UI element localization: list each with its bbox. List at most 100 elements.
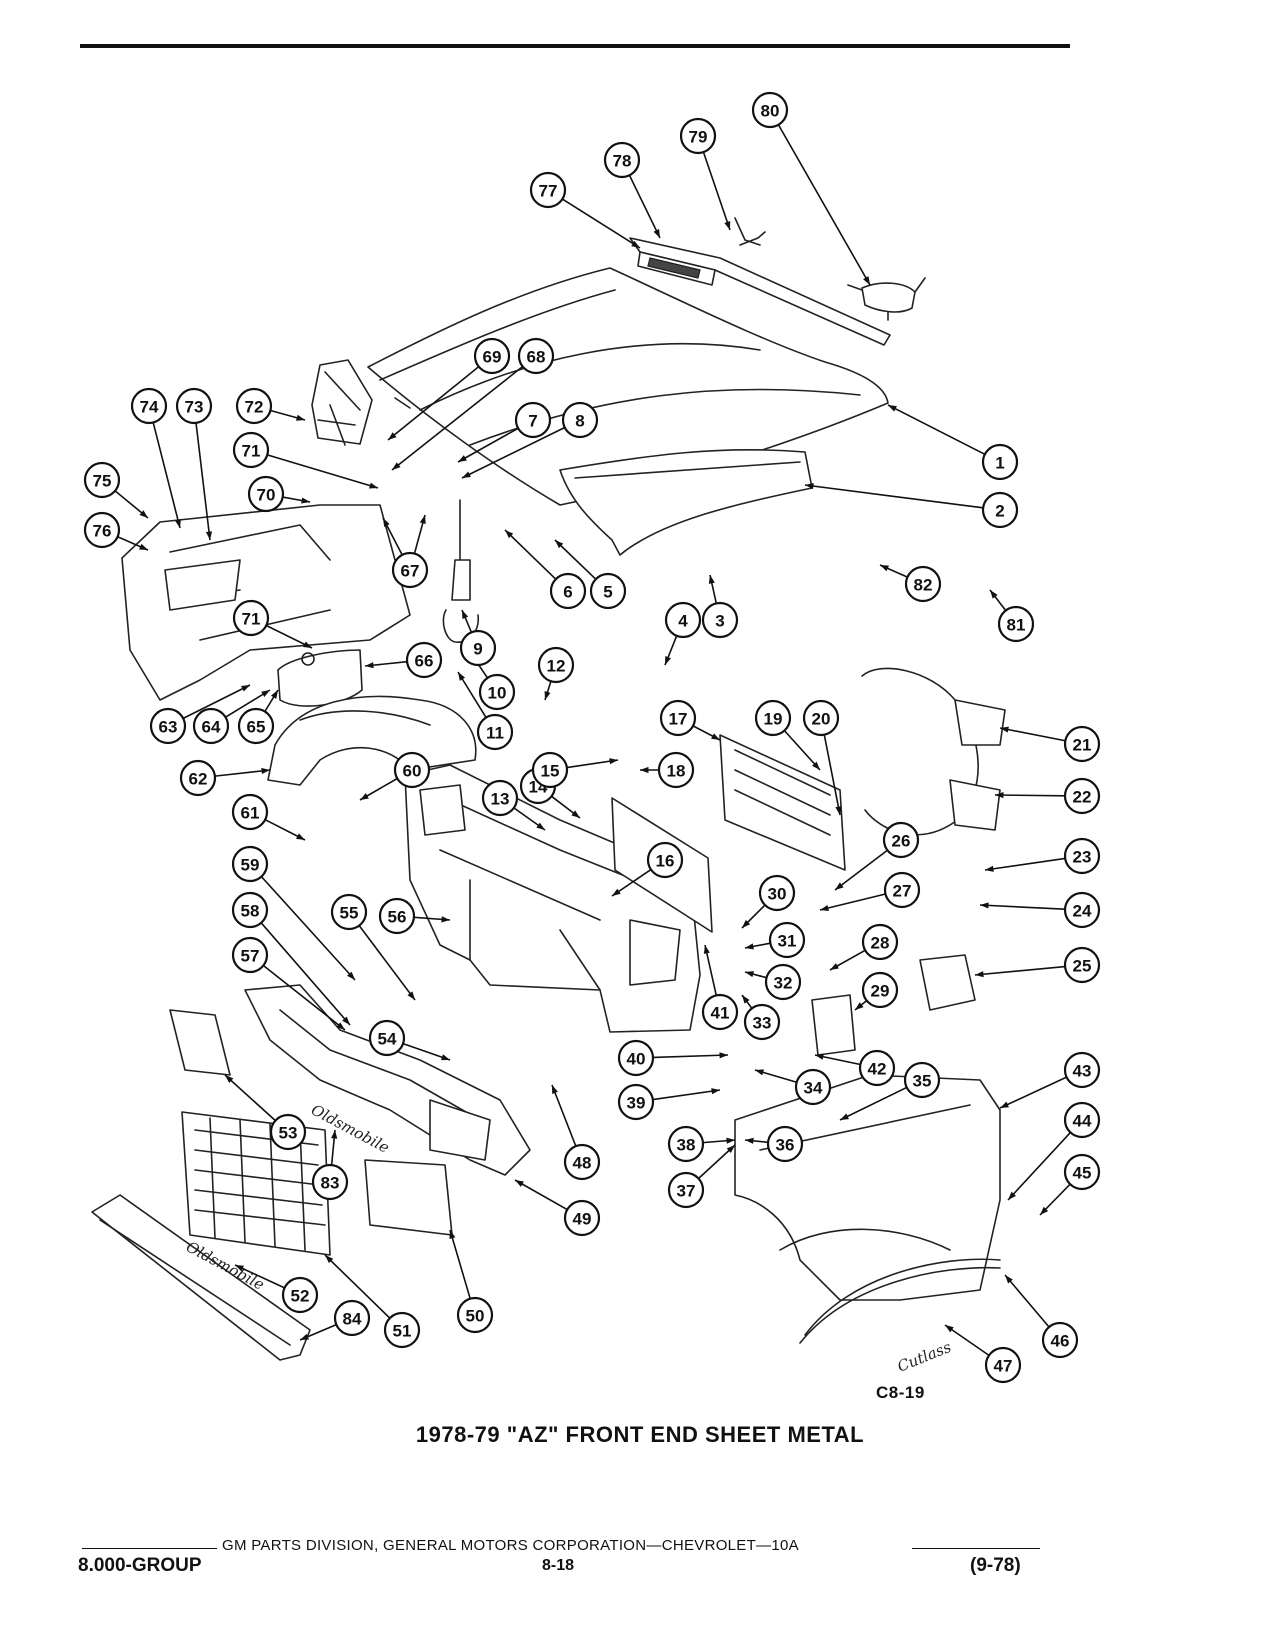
callout-label: 32 bbox=[774, 974, 793, 993]
leader-arrowhead bbox=[855, 1002, 864, 1010]
leader-arrowhead bbox=[1000, 1101, 1009, 1108]
callout-label: 83 bbox=[321, 1174, 340, 1193]
callout-label: 60 bbox=[403, 762, 422, 781]
callout-label: 64 bbox=[202, 718, 221, 737]
callout-circle bbox=[330, 893, 368, 931]
callout-circle bbox=[561, 401, 599, 439]
callout-label: 2 bbox=[995, 502, 1004, 521]
callout-circle bbox=[701, 601, 739, 639]
leader-line-7 bbox=[457, 427, 519, 463]
callout-label: 82 bbox=[914, 576, 933, 595]
leader-line-64 bbox=[225, 689, 271, 718]
leader-arrowhead bbox=[835, 806, 842, 815]
leader-line-50 bbox=[449, 1229, 471, 1299]
callout-label: 50 bbox=[466, 1307, 485, 1326]
callout-80: 80 bbox=[751, 91, 789, 129]
callout-label: 40 bbox=[627, 1050, 646, 1069]
callout-51: 51 bbox=[383, 1311, 421, 1349]
leader-line-47 bbox=[944, 1324, 990, 1357]
leader-arrowhead bbox=[745, 1137, 754, 1144]
leader-line-27 bbox=[819, 893, 886, 911]
callout-label: 16 bbox=[656, 852, 675, 871]
callout-label: 15 bbox=[541, 762, 560, 781]
callout-circle bbox=[1063, 837, 1101, 875]
leader-arrowhead bbox=[609, 758, 618, 765]
leader-arrowhead bbox=[235, 1265, 244, 1272]
leader-arrowhead bbox=[835, 882, 844, 890]
callout-label: 27 bbox=[893, 882, 912, 901]
callout-label: 62 bbox=[189, 770, 208, 789]
footer-revision: (9-78) bbox=[970, 1555, 1021, 1576]
leader-line-11 bbox=[457, 671, 487, 718]
callout-22: 22 bbox=[1063, 777, 1101, 815]
callout-label: 5 bbox=[603, 583, 612, 602]
footer-page-number: 8-18 bbox=[542, 1557, 575, 1574]
leader-line-55 bbox=[358, 925, 416, 1001]
callout-circle bbox=[179, 759, 217, 797]
callout-68: 68 bbox=[517, 337, 555, 375]
callout-circle bbox=[476, 713, 514, 751]
callout-12: 12 bbox=[537, 646, 575, 684]
leader-arrowhead bbox=[975, 971, 984, 978]
leader-arrowhead bbox=[985, 865, 994, 872]
callout-circle bbox=[563, 1143, 601, 1181]
leader-arrowhead bbox=[995, 792, 1004, 799]
leader-arrowhead bbox=[300, 1333, 309, 1340]
callout-circle bbox=[664, 601, 702, 639]
callout-1: 1 bbox=[981, 443, 1019, 481]
callout-label: 22 bbox=[1073, 788, 1092, 807]
leader-arrowhead bbox=[724, 221, 731, 230]
leader-line-46 bbox=[1004, 1274, 1050, 1328]
callout-label: 12 bbox=[547, 657, 566, 676]
callout-label: 84 bbox=[343, 1310, 362, 1329]
callout-circle bbox=[149, 707, 187, 745]
callout-label: 39 bbox=[627, 1094, 646, 1113]
callout-13: 13 bbox=[481, 779, 519, 817]
callout-circle bbox=[751, 91, 789, 129]
leader-arrowhead bbox=[261, 767, 270, 775]
callout-label: 75 bbox=[93, 472, 112, 491]
callout-6: 6 bbox=[549, 572, 587, 610]
callout-circle bbox=[1041, 1321, 1079, 1359]
leader-line-74 bbox=[152, 422, 181, 529]
callout-circle bbox=[1063, 777, 1101, 815]
callout-circle bbox=[883, 871, 921, 909]
callout-48: 48 bbox=[563, 1143, 601, 1181]
callout-circle bbox=[235, 387, 273, 425]
top-rule bbox=[80, 44, 1070, 48]
leader-arrowhead bbox=[552, 1085, 558, 1094]
callout-circle bbox=[1063, 1101, 1101, 1139]
callout-11: 11 bbox=[476, 713, 514, 751]
callout-83: 83 bbox=[311, 1163, 349, 1201]
hood-latch-support bbox=[734, 217, 766, 246]
callout-63: 63 bbox=[149, 707, 187, 745]
callout-label: 9 bbox=[473, 640, 482, 659]
leader-arrowhead bbox=[1008, 1191, 1017, 1200]
callout-label: 58 bbox=[241, 902, 260, 921]
callout-60: 60 bbox=[393, 751, 431, 789]
leader-arrowhead bbox=[863, 276, 870, 285]
callout-37: 37 bbox=[667, 1171, 705, 1209]
leader-line-48 bbox=[551, 1084, 577, 1147]
callout-circle bbox=[130, 387, 168, 425]
leader-line-52 bbox=[234, 1264, 285, 1289]
hood-insulator bbox=[559, 448, 813, 556]
leader-line-24 bbox=[979, 904, 1066, 910]
callout-10: 10 bbox=[478, 673, 516, 711]
leader-arrowhead bbox=[703, 945, 710, 954]
callout-78: 78 bbox=[603, 141, 641, 179]
leader-arrowhead bbox=[369, 482, 378, 489]
leader-arrowhead bbox=[631, 240, 640, 248]
callout-circle bbox=[269, 1113, 307, 1151]
leader-line-77 bbox=[561, 198, 641, 249]
callout-circle bbox=[1063, 725, 1101, 763]
leader-arrowhead bbox=[719, 1052, 728, 1059]
callout-label: 54 bbox=[378, 1030, 397, 1049]
callout-24: 24 bbox=[1063, 891, 1101, 929]
leader-arrowhead bbox=[462, 471, 471, 478]
callout-77: 77 bbox=[529, 171, 567, 209]
callout-label: 23 bbox=[1073, 848, 1092, 867]
callout-circle bbox=[481, 779, 519, 817]
callout-35: 35 bbox=[903, 1061, 941, 1099]
callout-label: 25 bbox=[1073, 957, 1092, 976]
